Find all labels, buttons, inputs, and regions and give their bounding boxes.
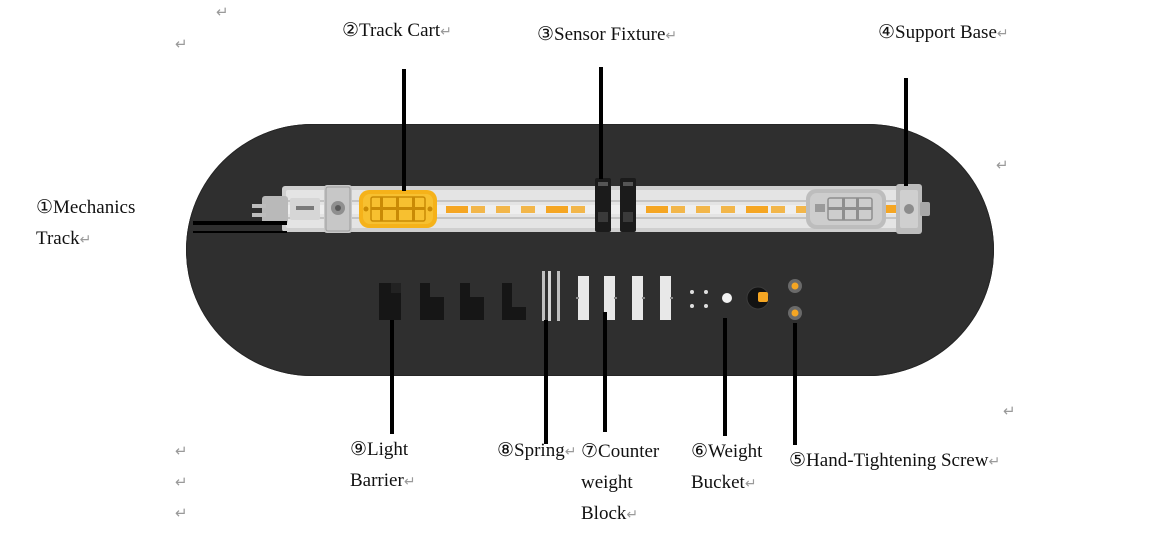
- scale-marker: [671, 206, 685, 213]
- paragraph-mark: ↵: [216, 3, 229, 21]
- counterweight-block: [604, 276, 617, 320]
- label-sensor-fixture: ③Sensor Fixture↵: [537, 24, 678, 45]
- scale-marker: [696, 206, 710, 213]
- scale-marker: [771, 206, 785, 213]
- paragraph-mark: ↵: [175, 504, 188, 522]
- label-support-base: ④Support Base↵: [878, 22, 1009, 43]
- apparatus-board: [186, 124, 994, 376]
- counterweight-block: [660, 276, 673, 320]
- label-mechanics-track: ①Mechanics Track↵: [36, 197, 136, 249]
- paragraph-mark: ↵: [175, 473, 188, 491]
- leader-mechanics-track-2: [193, 231, 287, 233]
- sensor-fixture: [595, 178, 636, 232]
- support-cart: [806, 189, 886, 229]
- springs: [542, 271, 560, 321]
- scale-marker: [721, 206, 735, 213]
- label-track-cart: ②Track Cart↵: [342, 20, 452, 41]
- counterweight-block: [632, 276, 645, 320]
- scale-marker: [496, 206, 510, 213]
- pulley-block: [324, 185, 352, 233]
- leader-sensor-fixture: [599, 67, 603, 179]
- scale-marker: [646, 206, 668, 213]
- label-spring: ⑧Spring↵: [497, 440, 577, 461]
- leader-spring: [544, 320, 548, 444]
- small-pins: [690, 290, 708, 308]
- leader-support-base: [904, 78, 908, 186]
- paragraph-mark: ↵: [1003, 402, 1016, 420]
- leader-counterweight: [603, 312, 607, 432]
- scale-marker: [471, 206, 485, 213]
- weight-bucket: [722, 286, 770, 310]
- light-barriers: [379, 283, 526, 320]
- light-barrier: [460, 283, 484, 320]
- light-barrier: [379, 283, 401, 320]
- leader-light-barrier: [390, 320, 394, 434]
- paragraph-mark: ↵: [175, 442, 188, 460]
- label-weight-bucket: ⑥Weight Bucket↵: [691, 441, 763, 493]
- scale-marker: [521, 206, 535, 213]
- light-barrier: [502, 283, 526, 320]
- label-hand-tightening-screw: ⑤Hand-Tightening Screw↵: [789, 450, 1001, 471]
- scale-marker: [796, 206, 810, 213]
- label-light-barrier: ⑨Light Barrier↵: [350, 439, 416, 491]
- leader-hand-screw: [793, 323, 797, 445]
- scale-marker: [446, 206, 468, 213]
- leader-weight-bucket: [723, 318, 727, 436]
- counterweight-blocks: [576, 276, 673, 320]
- scale-marker: [546, 206, 568, 213]
- counterweight-block: [576, 276, 589, 320]
- paragraph-mark: ↵: [996, 156, 1009, 174]
- paragraph-mark: ↵: [175, 35, 188, 53]
- support-base: [886, 184, 930, 234]
- track-cart: [359, 190, 437, 228]
- left-end-cap: [252, 196, 320, 224]
- scale-marker: [746, 206, 768, 213]
- light-barrier: [420, 283, 444, 320]
- label-counterweight-block: ⑦Counter weight Block↵: [581, 441, 660, 524]
- leader-mechanics-track: [193, 221, 287, 225]
- hand-tightening-screws: [788, 279, 802, 320]
- leader-track-cart: [402, 69, 406, 191]
- scale-marker: [571, 206, 585, 213]
